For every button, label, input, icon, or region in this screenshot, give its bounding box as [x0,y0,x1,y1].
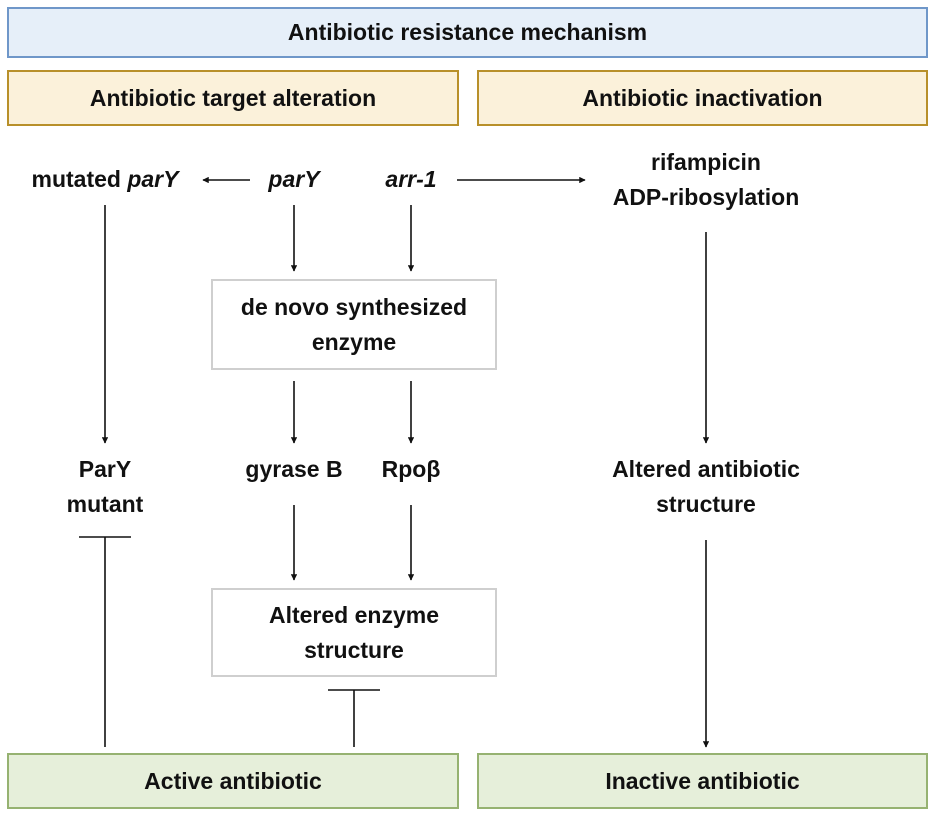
mechanism-header: Antibiotic resistance mechanism [7,7,928,58]
inactive-antibiotic-label: Inactive antibiotic [605,767,800,794]
active-antibiotic-label: Active antibiotic [144,767,322,794]
de-novo-enzyme-box: de novo synthesized enzyme [211,279,497,370]
gyrase-b-label: gyrase B [234,452,354,487]
pary-mutant-line1: ParY [78,456,132,482]
altered-antibiotic-line1: Altered antibiotic [612,456,800,482]
rifampicin-label: rifampicin ADP-ribosylation [586,145,826,215]
pary-text: parY [268,166,320,192]
de-novo-line1: de novo synthesized [241,290,467,325]
rifampicin-line1: rifampicin [651,149,761,175]
target-alteration-label: Antibiotic target alteration [89,84,377,111]
de-novo-italic: de novo [240,293,330,320]
rpo-text: Rpoβ [381,456,441,482]
de-novo-line2: enzyme [311,328,397,355]
rifampicin-line2: ADP-ribosylation [612,184,800,210]
mutated-pary-label: mutated parY [10,162,200,197]
mechanism-title: Antibiotic resistance mechanism [287,19,648,45]
inactivation-box: Antibiotic inactivation [477,70,928,126]
pary-label: parY [254,162,334,197]
altered-antibiotic-line2: structure [656,491,756,517]
altered-enzyme-line1: Altered enzyme [268,601,439,628]
altered-enzyme-line2: structure [304,636,404,663]
mutated-prefix: mutated [31,166,128,192]
altered-antibiotic-label: Altered antibiotic structure [586,452,826,522]
pary-mutant-line2: mutant [66,491,144,517]
rpo-label: Rpoβ [361,452,461,487]
arr1-text: arr-1 [385,166,437,192]
arr1-label: arr-1 [371,162,451,197]
pary-mutant-label: ParY mutant [45,452,165,522]
inactive-antibiotic-box: Inactive antibiotic [477,753,928,809]
target-alteration-box: Antibiotic target alteration [7,70,459,126]
inactivation-label: Antibiotic inactivation [582,84,823,111]
mutated-gene: parY [127,166,179,192]
active-antibiotic-box: Active antibiotic [7,753,459,809]
gyrase-b-text: gyrase B [245,456,343,482]
de-novo-rest: synthesized [329,293,468,320]
altered-enzyme-box: Altered enzyme structure [211,588,497,677]
